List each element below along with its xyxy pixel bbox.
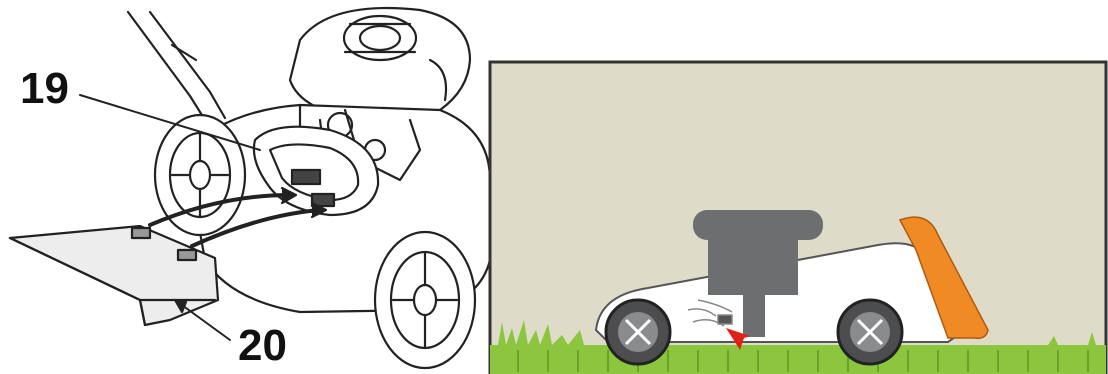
insertion-arrow [190, 208, 322, 248]
rear-wheel [153, 113, 247, 237]
mulching-plate-installation-illustration: 19 20 [0, 0, 490, 374]
callout-number-19: 19 [20, 64, 69, 113]
mulching-side-view-illustration [488, 60, 1108, 374]
mower-side-view [488, 60, 1108, 374]
mower-line-art: 19 20 [8, 6, 490, 370]
rear-wheel [604, 298, 672, 366]
motor-housing [693, 210, 823, 337]
front-wheel [373, 230, 477, 370]
handle-bar [126, 10, 207, 122]
clippings-down-arrow [726, 328, 750, 350]
callout-number-20: 20 [238, 321, 287, 370]
leader-line-19 [79, 94, 261, 151]
mulching-plate [8, 224, 220, 327]
rear-deflector [898, 216, 989, 340]
grass-clippings [687, 299, 733, 327]
front-wheel [836, 298, 904, 366]
insertion-arrow [148, 193, 292, 227]
